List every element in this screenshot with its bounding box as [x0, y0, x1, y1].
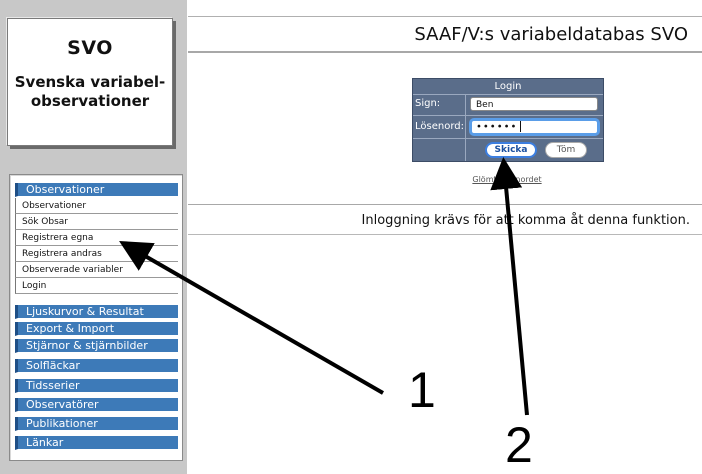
menu-item-sok-obsar[interactable]: Sök Obsar [15, 214, 178, 230]
menu-section-export-import[interactable]: Export & Import [15, 322, 178, 336]
menu-section-tidsserier[interactable]: Tidsserier [15, 379, 178, 393]
password-value: •••••• [476, 121, 518, 133]
site-logo[interactable]: SVO Svenska variabel- observationer [7, 18, 173, 146]
annotation-label-1: 1 [408, 362, 436, 418]
title-divider-top [188, 16, 702, 17]
login-required-notice: Inloggning krävs för att komma åt denna … [361, 213, 690, 228]
login-header: Login [413, 79, 603, 95]
menu-section-observatorer[interactable]: Observatörer [15, 398, 178, 412]
annotation-label-2: 2 [505, 417, 533, 473]
logo-subtitle-line1: Svenska variabel- [14, 73, 166, 91]
menu-section-stjarnor[interactable]: Stjärnor & stjärnbilder [15, 339, 178, 353]
login-row-divider [413, 115, 603, 116]
send-button[interactable]: Skicka [485, 142, 537, 158]
logo-title: SVO [67, 37, 113, 59]
login-row-divider-2 [413, 138, 603, 139]
title-divider-bottom [188, 51, 702, 53]
menu-section-solflackar[interactable]: Solfläckar [15, 359, 178, 373]
menu-section-lankar[interactable]: Länkar [15, 436, 178, 450]
notice-divider-top [188, 204, 702, 205]
login-form: Login Sign: Ben Lösenord: •••••• Skicka … [412, 78, 604, 162]
sign-label: Sign: [415, 98, 441, 109]
notice-divider-bottom [188, 234, 702, 235]
password-label: Lösenord: [415, 121, 464, 132]
annotation-arrow-2 [490, 157, 529, 416]
menu-section-publikationer[interactable]: Publikationer [15, 417, 178, 431]
sidebar-menu: Observationer Observationer Sök Obsar Re… [9, 174, 183, 461]
password-input[interactable]: •••••• [469, 118, 600, 136]
logo-subtitle: Svenska variabel- observationer [8, 73, 172, 111]
text-cursor [520, 121, 522, 132]
sign-input[interactable]: Ben [470, 97, 598, 111]
annotation-arrow-1 [119, 241, 384, 395]
login-column-divider [465, 95, 466, 161]
logo-subtitle-line2: observationer [30, 92, 150, 110]
clear-button[interactable]: Töm [545, 142, 587, 158]
menu-item-login[interactable]: Login [15, 278, 178, 294]
page-title: SAAF/V:s variabeldatabas SVO [414, 24, 688, 45]
menu-item-observationer[interactable]: Observationer [15, 198, 178, 214]
menu-section-observationer[interactable]: Observationer [15, 183, 178, 197]
menu-section-ljuskurvor[interactable]: Ljuskurvor & Resultat [15, 305, 178, 319]
